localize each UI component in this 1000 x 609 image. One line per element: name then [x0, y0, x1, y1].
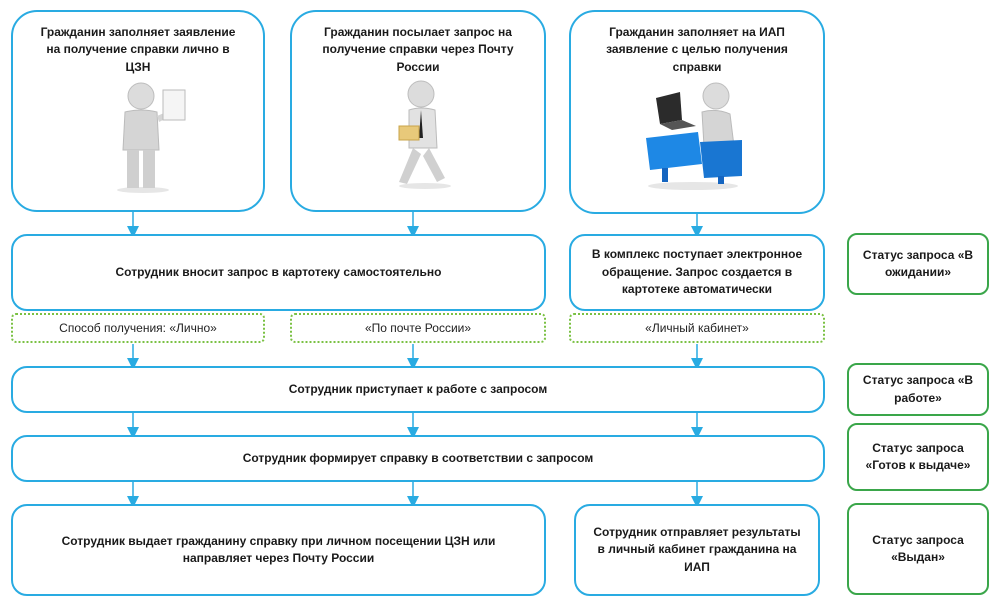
employee-sends-to-cabinet-box: Сотрудник отправляет результаты в личный…: [574, 504, 820, 596]
status-issued: Статус запроса «Выдан»: [847, 503, 989, 595]
top-box-text: Гражданин посылает запрос на получение с…: [322, 25, 514, 74]
employee-issues-certificate-box: Сотрудник выдает гражданину справку при …: [11, 504, 546, 596]
channel-post: «По почте России»: [290, 313, 546, 343]
person-with-envelope-illustration: [398, 80, 451, 189]
channel-label: «По почте России»: [364, 321, 472, 335]
employee-forms-certificate-box: Сотрудник формирует справку в соответств…: [11, 435, 825, 482]
person-with-document-illustration: [117, 82, 186, 193]
channel-personal: Способ получения: «Лично»: [11, 313, 265, 343]
employee-enters-request-box: Сотрудник вносит запрос в картотеку само…: [11, 234, 546, 311]
top-box-text: Гражданин заполняет заявление на получен…: [40, 25, 236, 74]
person-at-laptop-illustration: [646, 82, 742, 190]
box-text: Сотрудник формирует справку в соответств…: [242, 450, 594, 465]
box-text: Сотрудник отправляет результаты в личный…: [593, 524, 801, 574]
status-ready: Статус запроса «Готов к выдаче»: [847, 423, 989, 491]
status-text: Статус запроса «Выдан»: [872, 532, 964, 564]
employee-starts-work-box: Сотрудник приступает к работе с запросом: [11, 366, 825, 413]
top-box-online: Гражданин заполняет на ИАП заявление с ц…: [569, 10, 825, 214]
box-text: Сотрудник выдает гражданину справку при …: [61, 533, 496, 565]
status-text: Статус запроса «Готов к выдаче»: [865, 440, 971, 472]
box-text: В комплекс поступает электронное обращен…: [591, 247, 803, 297]
box-text: Сотрудник вносит запрос в картотеку само…: [115, 264, 442, 279]
status-in-progress: Статус запроса «В работе»: [847, 363, 989, 416]
channel-cabinet: «Личный кабинет»: [569, 313, 825, 343]
status-text: Статус запроса «В работе»: [862, 373, 974, 405]
box-text: Сотрудник приступает к работе с запросом: [288, 381, 548, 396]
channel-label: Способ получения: «Лично»: [59, 321, 217, 335]
channel-label: «Личный кабинет»: [645, 321, 749, 335]
top-box-text: Гражданин заполняет на ИАП заявление с ц…: [606, 25, 788, 74]
status-text: Статус запроса «В ожидании»: [862, 247, 974, 279]
status-waiting: Статус запроса «В ожидании»: [847, 233, 989, 295]
auto-request-box: В комплекс поступает электронное обращен…: [569, 234, 825, 311]
